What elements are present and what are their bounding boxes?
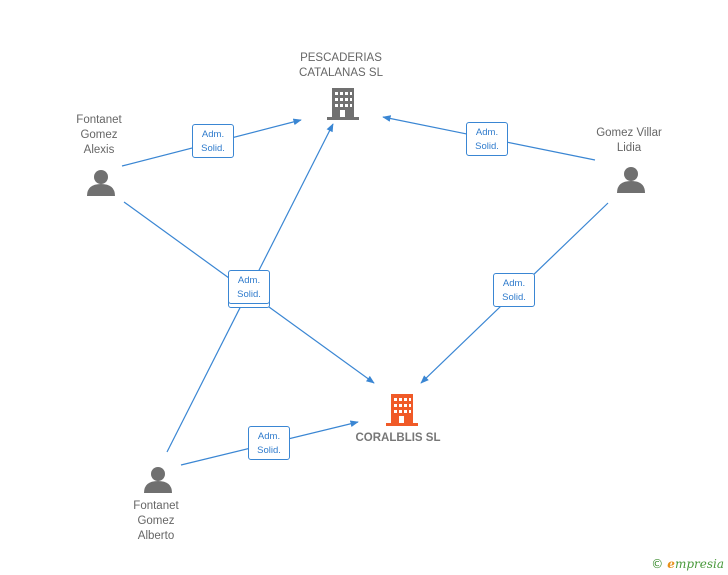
company-label-coralblis[interactable]: CORALBLIS SL [355,432,441,444]
role-badge-alberto-coralblis: Adm. Solid. [248,426,290,460]
company-label-pescaderias[interactable]: PESCADERIAS CATALANAS SL [299,52,383,79]
brand-initial: e [667,557,675,571]
role-badge-alexis-alberto-stack: Adm. Solid. [228,270,270,304]
person-icon-alexis[interactable] [87,170,115,196]
role-badge-alexis-pescaderias: Adm. Solid. [192,124,234,158]
role-line1: Adm. [237,275,261,286]
brand-name: mpresia [674,557,724,571]
role-line2: Solid. [201,143,225,154]
copyright-icon: © [651,557,664,571]
role-line2: Solid. [502,292,526,303]
role-line2: Solid. [475,141,499,152]
person-label-alberto[interactable]: Fontanet Gomez Alberto [133,500,179,542]
person-label-alexis[interactable]: Fontanet Gomez Alexis [76,114,122,156]
role-line1: Adm. [475,127,499,138]
person-label-lidia[interactable]: Gomez Villar Lidia [596,127,662,154]
person-icon-alberto[interactable] [144,467,172,493]
empresia-logo[interactable]: ©empresia [651,557,724,571]
building-icon-coralblis[interactable] [386,394,418,426]
role-line2: Solid. [237,289,261,300]
building-icon-pescaderias[interactable] [327,88,359,120]
role-line2: Solid. [257,445,281,456]
role-badge-lidia-coralblis: Adm. Solid. [493,273,535,307]
role-line1: Adm. [502,278,526,289]
role-line1: Adm. [201,129,225,140]
role-badge-lidia-pescaderias: Adm. Solid. [466,122,508,156]
role-line1: Adm. [257,431,281,442]
person-icon-lidia[interactable] [617,167,645,193]
